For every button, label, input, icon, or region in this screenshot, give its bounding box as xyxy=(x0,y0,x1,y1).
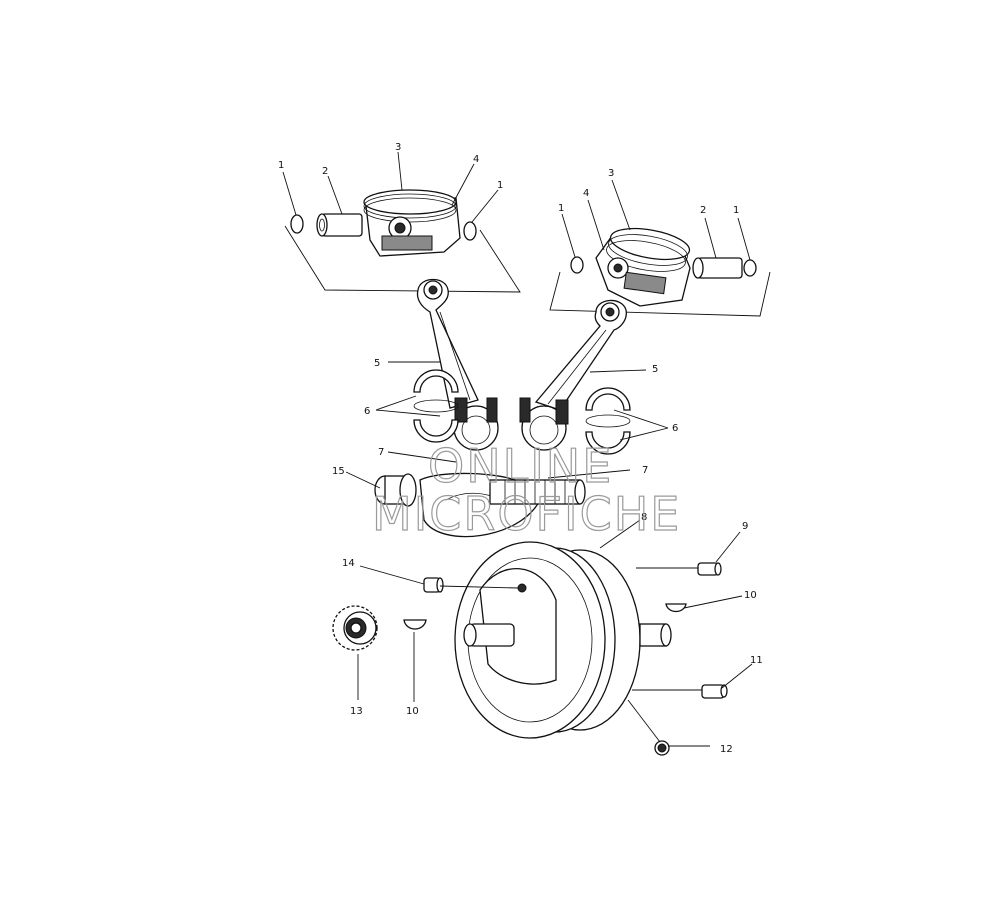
dowel-pin-9 xyxy=(697,562,722,576)
callout-1-right-b: 1 xyxy=(733,205,739,216)
crankshaft xyxy=(374,472,586,538)
left-circlip-2 xyxy=(463,221,477,241)
callout-5-right: 5 xyxy=(652,364,658,375)
flywheel xyxy=(454,541,672,739)
crank-sprocket-13 xyxy=(332,605,378,651)
callout-15: 15 xyxy=(332,466,345,477)
right-circlip-1 xyxy=(570,256,584,274)
woodruff-key-right xyxy=(665,603,687,613)
callout-3-right: 3 xyxy=(608,168,614,179)
callout-10-right: 10 xyxy=(744,590,757,601)
callout-12: 12 xyxy=(720,744,733,755)
callout-14: 14 xyxy=(342,558,355,569)
dowel-pin-14 xyxy=(423,577,444,593)
left-circlip-1 xyxy=(290,214,304,234)
callout-9: 9 xyxy=(742,521,748,532)
callout-2-left: 2 xyxy=(322,166,328,177)
watermark-line-1: ONLINE xyxy=(428,439,613,493)
callout-1-right-a: 1 xyxy=(558,203,564,214)
callouts: 1 2 3 4 1 1 4 3 2 1 5 5 6 6 7 7 15 8 9 1… xyxy=(278,142,763,755)
callout-8: 8 xyxy=(641,512,647,523)
right-assembly-outline xyxy=(549,271,771,317)
right-piston-group xyxy=(549,227,771,317)
callout-13: 13 xyxy=(350,706,363,717)
right-bearing-halves xyxy=(585,387,631,455)
left-piston-group xyxy=(284,189,521,293)
callout-10-left: 10 xyxy=(406,706,419,717)
callout-7-left: 7 xyxy=(378,447,384,458)
callout-1-left-b: 1 xyxy=(497,180,503,191)
watermark-line-2: MICROFICHE xyxy=(372,487,681,541)
leader-lines xyxy=(282,151,753,747)
callout-11: 11 xyxy=(750,655,763,666)
nut-12 xyxy=(654,740,670,756)
right-circlip-2 xyxy=(743,259,757,277)
left-connecting-rod xyxy=(416,278,499,451)
watermark: ONLINE MICROFICHE xyxy=(371,438,681,541)
callout-3-left: 3 xyxy=(395,142,401,153)
right-wrist-pin xyxy=(692,257,743,279)
left-piston xyxy=(363,189,461,257)
callout-4-left: 4 xyxy=(473,154,479,165)
callout-1-left-a: 1 xyxy=(278,160,284,171)
callout-7-right: 7 xyxy=(642,465,648,476)
woodruff-key-left xyxy=(403,619,427,630)
right-connecting-rod xyxy=(519,299,627,451)
right-piston xyxy=(595,227,691,307)
callout-2-right: 2 xyxy=(700,205,706,216)
callout-6-right: 6 xyxy=(672,423,678,434)
callout-5-left: 5 xyxy=(374,358,380,369)
callout-4-right: 4 xyxy=(583,188,589,199)
left-wrist-pin xyxy=(316,213,363,237)
callout-6-left: 6 xyxy=(364,406,370,417)
left-bearing-halves xyxy=(413,369,459,443)
